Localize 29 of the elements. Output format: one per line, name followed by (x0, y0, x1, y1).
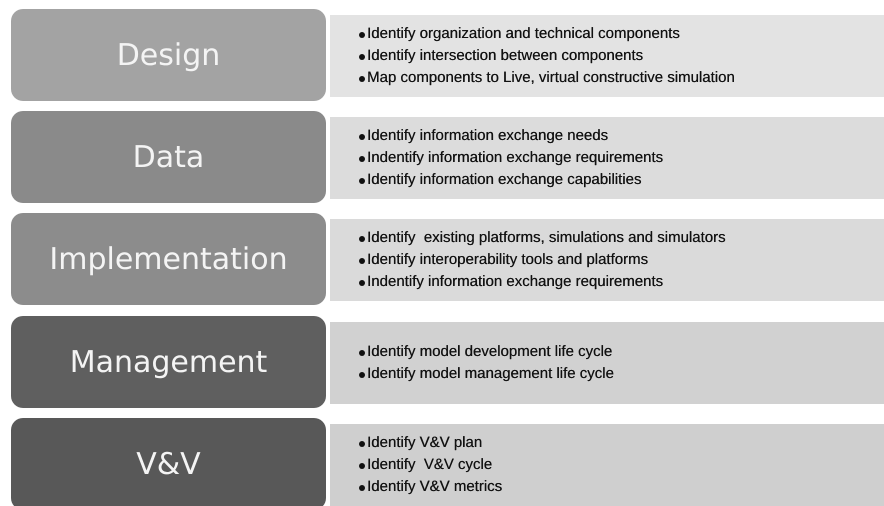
task-panel (330, 322, 884, 404)
task-text: Indentify information exchange requirements (367, 149, 664, 166)
stage-box (11, 213, 326, 305)
task-text: Map components to Live, virtual constructive simulation (367, 69, 735, 86)
task-text: Identify model management life cycle (367, 365, 614, 382)
stage-title: Data (132, 140, 204, 174)
stage-title: V&V (136, 446, 201, 482)
task-panel (330, 15, 884, 97)
task-text: Identify interoperability tools and platforms (367, 251, 648, 268)
stage-box (11, 111, 326, 203)
task-text: Identify information exchange needs (367, 127, 608, 144)
task-panel (330, 117, 884, 199)
task-text: Identify model development life cycle (367, 343, 612, 360)
stage-box (11, 316, 326, 408)
task-panel (330, 219, 884, 301)
stage-box (11, 418, 326, 506)
stage-title: Management (70, 344, 268, 380)
task-text: Identify information exchange capabilities (367, 171, 642, 188)
task-text: Identify intersection between components (367, 47, 643, 64)
task-text: Identify existing platforms, simulations and simulators (367, 229, 726, 246)
stage-title: Design (116, 38, 220, 72)
task-text: Identify V&V metrics (367, 478, 502, 495)
task-text: Indentify information exchange requirements (367, 273, 664, 290)
stage-title: Implementation (49, 242, 288, 276)
task-text: Identify V&V plan (367, 434, 482, 451)
task-text: Identify V&V cycle (367, 456, 492, 473)
stage-box (11, 9, 326, 101)
task-panel (330, 424, 884, 506)
task-text: Identify organization and technical components (367, 25, 680, 42)
